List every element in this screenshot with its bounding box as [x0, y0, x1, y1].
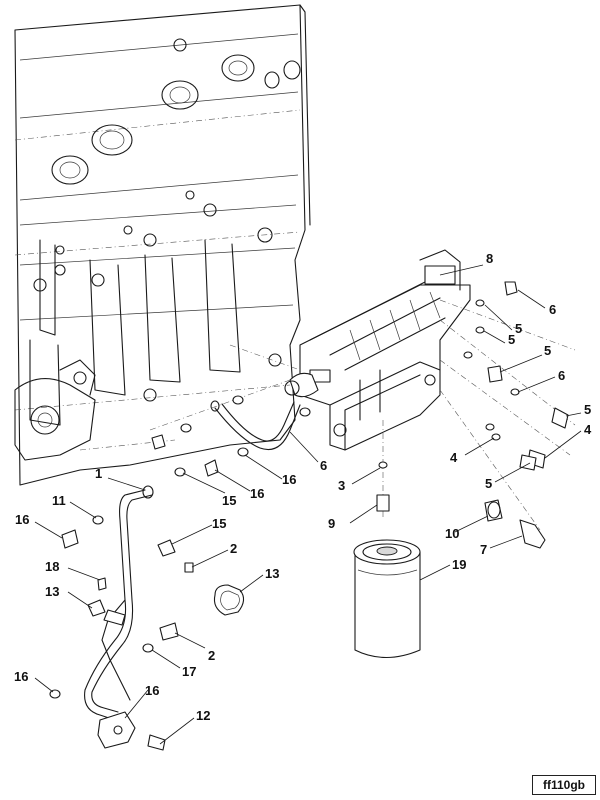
- callout-label: 3: [338, 478, 345, 493]
- callout-label: 15: [222, 493, 236, 508]
- callout-label: 5: [515, 321, 522, 336]
- leader-lines: [34, 264, 582, 745]
- callout-label: 6: [558, 368, 565, 383]
- callout-label: 18: [45, 559, 59, 574]
- callout-label: 7: [480, 542, 487, 557]
- callout-label: 11: [52, 493, 66, 508]
- callout-label: 17: [182, 664, 196, 679]
- callout-label: 16: [14, 669, 28, 684]
- callout-label: 13: [45, 584, 59, 599]
- oil-filter: [353, 539, 421, 658]
- callout-label: 16: [282, 472, 296, 487]
- callout-label: 2: [208, 648, 215, 663]
- callout-label: 19: [452, 557, 466, 572]
- engine-block: [14, 4, 311, 486]
- elbow-pipe: [210, 372, 319, 451]
- callout-label: 16: [15, 512, 29, 527]
- callout-label: 9: [328, 516, 335, 531]
- callout-label: 16: [250, 486, 264, 501]
- callout-label: 6: [320, 458, 327, 473]
- callout-label: 1: [95, 466, 102, 481]
- tube-assembly: [84, 485, 166, 751]
- callout-label: 15: [212, 516, 226, 531]
- callout-label: 2: [230, 541, 237, 556]
- callout-label: 5: [584, 402, 591, 417]
- callout-labels: 8 6 5 5 5 6 5 4 4 5 6 3 9 10 7 1 11 16 1…: [14, 251, 592, 723]
- callout-label: 13: [265, 566, 279, 581]
- callout-label: 16: [145, 683, 159, 698]
- left-hardware: [49, 395, 311, 699]
- callout-label: 4: [450, 450, 458, 465]
- callout-label: 10: [445, 526, 459, 541]
- callout-label: 4: [584, 422, 592, 437]
- callout-label: 12: [196, 708, 210, 723]
- gasket: [213, 584, 245, 616]
- right-hardware: [376, 281, 569, 549]
- callout-label: 8: [486, 251, 493, 266]
- callout-label: 5: [485, 476, 492, 491]
- filter-head-module: [299, 249, 471, 451]
- callout-label: 5: [508, 332, 515, 347]
- callout-label: 5: [544, 343, 551, 358]
- figure-reference-code: ff110gb: [532, 775, 596, 795]
- callout-label: 6: [549, 302, 556, 317]
